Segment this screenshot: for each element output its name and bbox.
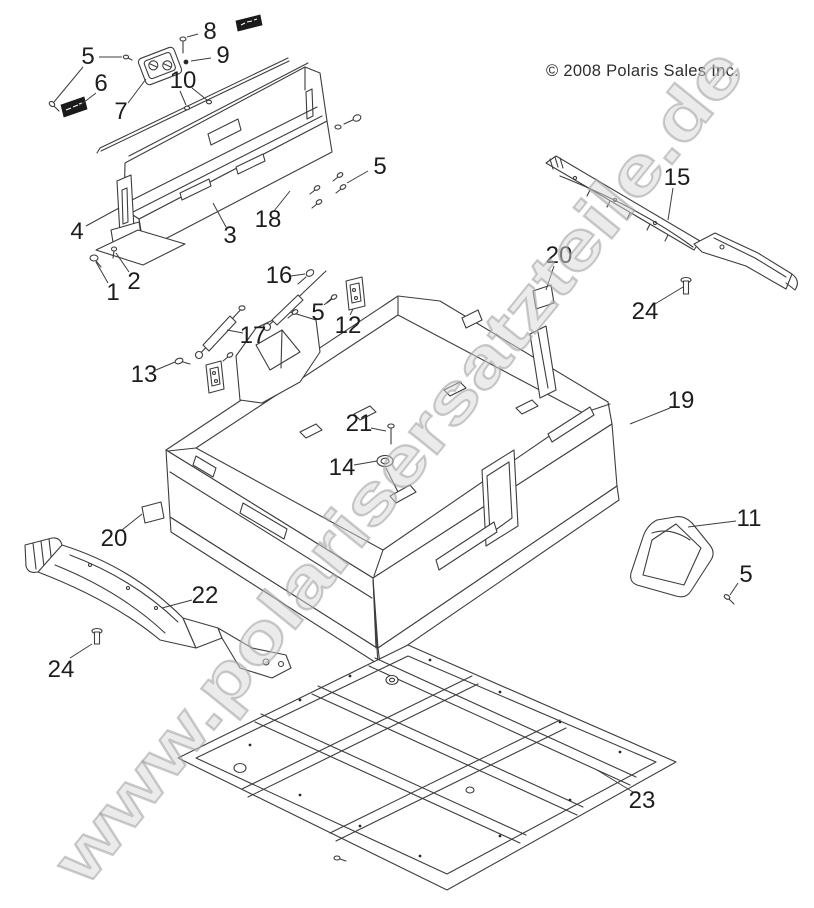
prop-rod-16-drawing	[262, 270, 327, 332]
prop-rod-17-drawing	[194, 305, 246, 360]
callout-leader-lines	[53, 33, 739, 793]
leader-line-2	[115, 252, 130, 273]
leader-line-20	[121, 513, 143, 531]
leader-line-24	[654, 286, 684, 305]
leader-line-13	[155, 361, 176, 371]
leader-line-6	[78, 92, 97, 107]
leader-line-10	[191, 87, 208, 101]
pad-top-right	[532, 284, 555, 310]
leader-line-5	[53, 66, 84, 103]
leader-line-20	[545, 265, 555, 291]
leader-line-19	[629, 407, 671, 425]
leader-line-24	[69, 643, 93, 659]
tailgate-pivot-rod-drawing	[96, 57, 290, 154]
leader-line-12	[349, 308, 354, 316]
leader-line-21	[370, 427, 387, 432]
leader-line-14	[353, 460, 378, 466]
leader-line-11	[687, 520, 737, 528]
leader-line-5	[729, 582, 739, 596]
leader-line-7	[127, 78, 147, 104]
tailgate-latch-drawing	[137, 46, 183, 86]
leader-line-23	[596, 769, 634, 793]
leader-line-4	[85, 207, 120, 227]
side-cover-drawing	[630, 516, 714, 598]
bracket-13-drawing	[205, 360, 225, 394]
leader-line-17	[226, 329, 244, 334]
leader-line-9	[190, 57, 212, 62]
warning-decal-top	[235, 14, 263, 32]
cargo-box-drawing	[165, 295, 620, 665]
tailgate-panel-drawing	[95, 62, 333, 266]
leader-line-10	[179, 90, 187, 106]
fender-flare-drawing	[24, 537, 292, 679]
warning-decal-6	[60, 96, 88, 118]
leader-line-18	[273, 190, 291, 212]
leader-line-22	[161, 599, 193, 609]
fastener-screws-drawing	[48, 36, 735, 862]
pad-bottom-left	[141, 501, 165, 524]
leader-line-3	[212, 202, 227, 228]
leader-line-5	[323, 297, 333, 306]
leader-line-1	[95, 261, 109, 284]
leader-line-8	[186, 33, 199, 38]
box-frame-drawing	[177, 644, 677, 891]
leader-line-15	[667, 187, 674, 221]
leader-line-5	[346, 170, 369, 184]
leader-line-16	[290, 273, 306, 277]
copyright-text: © 2008 Polaris Sales Inc.	[546, 62, 740, 80]
bracket-12-drawing	[345, 276, 366, 311]
support-bracket-drawing	[545, 155, 798, 291]
